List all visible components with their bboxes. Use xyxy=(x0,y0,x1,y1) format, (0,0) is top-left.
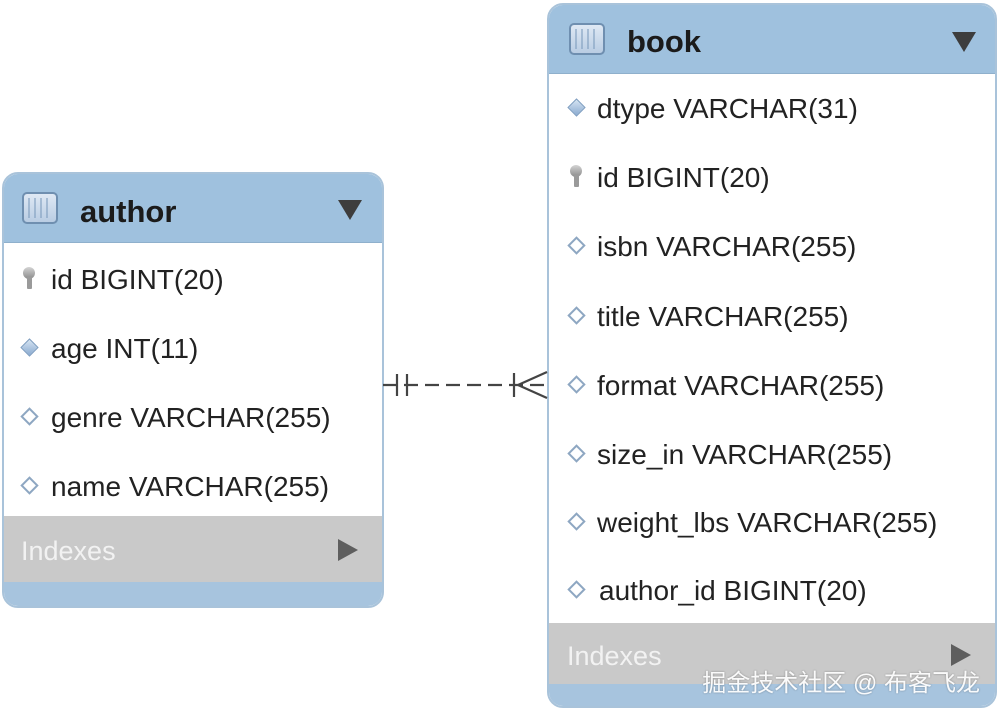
outline-diamond-icon xyxy=(567,580,586,599)
outline-diamond-icon xyxy=(20,476,39,495)
column-label: format VARCHAR(255) xyxy=(597,370,885,401)
outline-diamond-icon xyxy=(567,236,586,255)
column-label: dtype VARCHAR(31) xyxy=(597,93,858,124)
book-column-dtype[interactable]: dtype VARCHAR(31) xyxy=(549,89,995,129)
expand-arrow-icon[interactable] xyxy=(338,539,358,561)
book-table[interactable]: book dtype VARCHAR(31) id BIGINT(20) isb… xyxy=(547,3,997,708)
column-label: isbn VARCHAR(255) xyxy=(597,231,857,262)
collapse-arrow-icon[interactable] xyxy=(338,200,362,220)
column-label: id BIGINT(20) xyxy=(597,162,770,193)
primary-key-icon xyxy=(23,267,35,289)
author-table[interactable]: author id BIGINT(20) age INT(11) genre V… xyxy=(2,172,384,608)
table-icon xyxy=(22,192,58,224)
indexes-label: Indexes xyxy=(567,641,662,671)
column-label: age INT(11) xyxy=(51,333,199,364)
expand-arrow-icon[interactable] xyxy=(951,644,971,666)
book-column-weight-lbs[interactable]: weight_lbs VARCHAR(255) xyxy=(549,503,995,543)
table-icon xyxy=(569,23,605,55)
author-column-name[interactable]: name VARCHAR(255) xyxy=(4,467,382,507)
relationship-connector[interactable] xyxy=(383,360,549,410)
crows-foot-icon xyxy=(517,383,548,400)
outline-diamond-icon xyxy=(567,512,586,531)
book-column-isbn[interactable]: isbn VARCHAR(255) xyxy=(549,227,995,267)
outline-diamond-icon xyxy=(20,407,39,426)
column-label: genre VARCHAR(255) xyxy=(51,402,331,433)
outline-diamond-icon xyxy=(567,306,586,325)
column-label: title VARCHAR(255) xyxy=(597,301,849,332)
author-header[interactable]: author xyxy=(4,174,382,243)
author-column-genre[interactable]: genre VARCHAR(255) xyxy=(4,398,382,438)
author-column-id[interactable]: id BIGINT(20) xyxy=(4,260,382,300)
author-indexes-bar[interactable]: Indexes xyxy=(4,516,382,584)
author-column-age[interactable]: age INT(11) xyxy=(4,329,382,369)
crows-foot-icon xyxy=(517,370,548,387)
book-footer xyxy=(549,684,995,706)
book-title: book xyxy=(627,24,702,59)
book-header[interactable]: book xyxy=(549,5,995,74)
book-column-id[interactable]: id BIGINT(20) xyxy=(549,158,995,198)
outline-diamond-icon xyxy=(567,375,586,394)
book-column-author-id[interactable]: author_id BIGINT(20) xyxy=(549,571,995,611)
primary-key-icon xyxy=(570,165,582,187)
column-label: id BIGINT(20) xyxy=(51,264,224,295)
author-footer xyxy=(4,582,382,606)
indexes-label: Indexes xyxy=(21,536,116,566)
book-column-format[interactable]: format VARCHAR(255) xyxy=(549,366,995,406)
book-column-size-in[interactable]: size_in VARCHAR(255) xyxy=(549,435,995,475)
outline-diamond-icon xyxy=(567,444,586,463)
collapse-arrow-icon[interactable] xyxy=(952,32,976,52)
filled-diamond-icon xyxy=(567,98,586,117)
column-label: name VARCHAR(255) xyxy=(51,471,330,502)
column-label: author_id BIGINT(20) xyxy=(599,575,867,606)
author-title: author xyxy=(80,194,177,229)
column-label: weight_lbs VARCHAR(255) xyxy=(597,507,938,538)
book-column-title[interactable]: title VARCHAR(255) xyxy=(549,297,995,337)
column-label: size_in VARCHAR(255) xyxy=(597,439,893,470)
filled-diamond-icon xyxy=(20,338,39,357)
book-indexes-bar[interactable]: Indexes xyxy=(549,623,995,687)
watermark: 掘金技术社区 @ 布客飞龙 xyxy=(702,670,980,697)
